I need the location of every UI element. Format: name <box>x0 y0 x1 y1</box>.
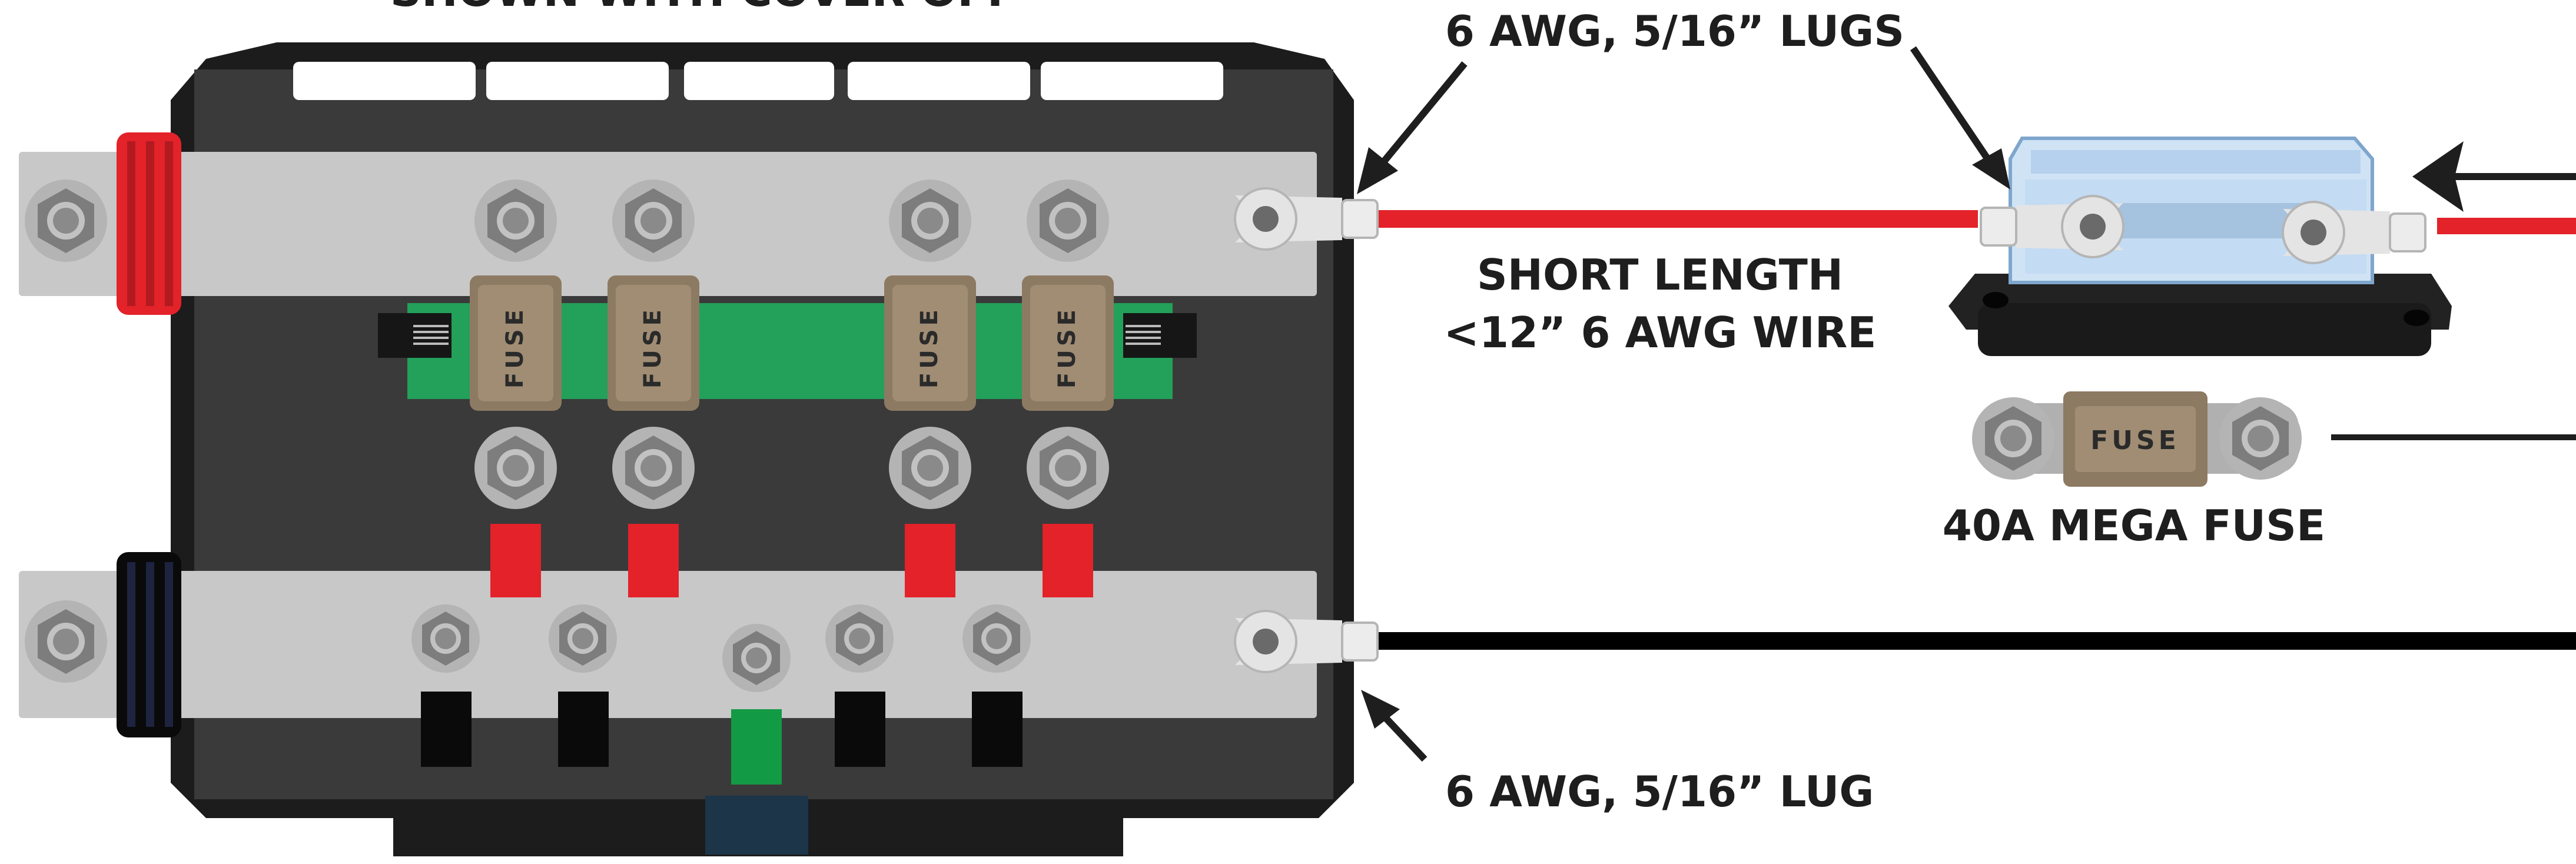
green-output-tab <box>731 709 782 785</box>
fuse-stud-bottom-3 <box>889 427 971 509</box>
negative-ring-lug <box>1234 610 1379 673</box>
negative-output-tabs <box>421 692 1023 767</box>
inline-fuse-holder <box>1948 137 2452 356</box>
blade-fuse-4: FUSE <box>1022 275 1114 411</box>
distribution-block: FUSE FUSE FUSE FUSE <box>19 42 1354 856</box>
fuse-stud-top-3 <box>889 180 971 262</box>
svg-text:FUSE: FUSE <box>639 306 666 388</box>
fuse-stud-top-4 <box>1027 180 1109 262</box>
pcb-connector-right <box>1123 313 1197 358</box>
blade-fuse-1: FUSE <box>470 275 562 411</box>
black-negative-wire <box>1372 632 2576 650</box>
svg-text:FUSE: FUSE <box>502 306 529 388</box>
svg-text:FUSE: FUSE <box>916 306 943 388</box>
svg-text:FUSE: FUSE <box>1054 306 1081 388</box>
fuse-stud-bottom-4 <box>1027 427 1109 509</box>
svg-text:FUSE: FUSE <box>2090 426 2180 456</box>
fuse-stud-top-2 <box>612 180 695 262</box>
fuse-stud-top-1 <box>474 180 557 262</box>
positive-terminal-cap <box>117 132 181 315</box>
negative-main-stud <box>25 600 107 683</box>
vent-slots <box>293 62 1223 100</box>
negative-stud-5 <box>962 604 1031 673</box>
negative-terminal-cap <box>117 552 181 737</box>
arrow-from-right <box>2412 141 2576 212</box>
negative-stud-2 <box>549 604 617 673</box>
negative-stud-1 <box>411 604 480 673</box>
mega-fuse: FUSE <box>1972 391 2302 487</box>
positive-main-stud <box>25 180 107 262</box>
label-mega-fuse: 40A MEGA FUSE <box>1943 501 2325 550</box>
positive-output-tabs <box>490 524 1093 597</box>
negative-stud-4 <box>825 604 894 673</box>
red-positive-wire <box>1377 210 1978 228</box>
red-positive-wire-right <box>2437 218 2576 234</box>
arrow-to-fuse-holder <box>1910 46 2010 190</box>
label-short-length-1: SHORT LENGTH <box>1477 250 1843 300</box>
pcb-connector-left <box>378 313 452 358</box>
block-bottom-port <box>705 796 808 855</box>
negative-stud-3 <box>722 624 791 692</box>
label-shown-with-cover-off: SHOWN WITH COVER OFF <box>390 0 1017 16</box>
arrow-to-negative-lug <box>1361 690 1428 762</box>
label-short-length-2: <12” 6 AWG WIRE <box>1444 308 1877 357</box>
mega-fuse-lead-line <box>2331 434 2576 440</box>
fuse-stud-bottom-2 <box>612 427 695 509</box>
positive-ring-lug <box>1234 187 1379 251</box>
fuse-stud-bottom-1 <box>474 427 557 509</box>
label-top-lugs: 6 AWG, 5/16” LUGS <box>1445 6 1904 56</box>
blade-fuse-3: FUSE <box>884 275 976 411</box>
label-bottom-lug: 6 AWG, 5/16” LUG <box>1445 767 1874 816</box>
arrow-to-positive-lug <box>1357 61 1468 194</box>
blade-fuse-2: FUSE <box>608 275 699 411</box>
